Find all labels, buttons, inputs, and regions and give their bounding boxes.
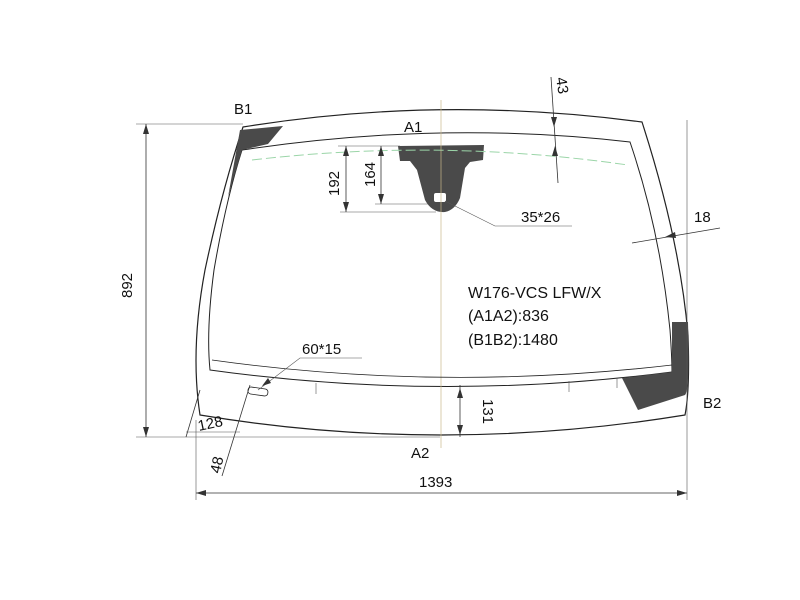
glass-outer-outline	[195, 109, 690, 436]
label-b2: B2	[703, 395, 721, 412]
dim-width-value: 1393	[419, 474, 452, 491]
vin-leader-line	[257, 357, 362, 391]
dim-side-band-value: 18	[694, 209, 711, 226]
dim-bottom-band-arrow-top	[457, 388, 463, 398]
dim-height-arrow-bottom	[143, 427, 149, 437]
dim-corner-line-b	[221, 384, 251, 477]
sensor-leader-line	[444, 200, 572, 227]
label-b1: B1	[234, 101, 252, 118]
dim-side-band-line	[631, 227, 721, 244]
dim-top-band-arrow-b	[552, 146, 558, 156]
dim-mirror-arrow-d	[378, 194, 384, 204]
dim-mirror-arrow-b	[343, 202, 349, 212]
dark-print-top-left	[228, 126, 283, 197]
dim-mirror-arrow-c	[378, 146, 384, 156]
dim-width-arrow-left	[196, 490, 206, 496]
vin-leader-arrow	[262, 378, 271, 386]
dim-corner-value: 128	[196, 413, 224, 435]
dim-corner-value-b: 48	[207, 455, 227, 475]
dim-height-arrow-top	[143, 124, 149, 134]
dim-top-band-arrow-a	[551, 117, 557, 127]
model-code: W176-VCS LFW/X	[468, 285, 602, 302]
dim-mirror-inner-value: 164	[362, 162, 379, 187]
label-a2: A2	[411, 445, 429, 462]
bottom-band-line	[211, 359, 673, 378]
dim-side-band-arrow	[665, 232, 676, 238]
dim-height-value: 892	[119, 273, 136, 298]
accent-line	[251, 149, 629, 166]
dim-mirror-outer-value: 192	[326, 171, 343, 196]
vin-window	[247, 386, 269, 397]
dim-top-band-line	[550, 76, 559, 184]
sensor-window-value: 35*26	[521, 209, 560, 226]
dark-print-bottom-right	[622, 322, 689, 410]
label-a1: A1	[404, 119, 422, 136]
dim-top-band-value: 43	[552, 76, 571, 95]
sensor-window	[434, 193, 446, 202]
dim-width-arrow-right	[677, 490, 687, 496]
a1a2-distance: (A1A2):836	[468, 308, 549, 325]
dim-bottom-band-value: 131	[479, 399, 496, 424]
dim-corner-line-a	[185, 389, 201, 438]
b1b2-distance: (B1B2):1480	[468, 332, 558, 349]
dim-mirror-arrow-a	[343, 146, 349, 156]
dim-bottom-band-arrow-bottom	[457, 425, 463, 435]
vin-window-value: 60*15	[302, 341, 341, 358]
